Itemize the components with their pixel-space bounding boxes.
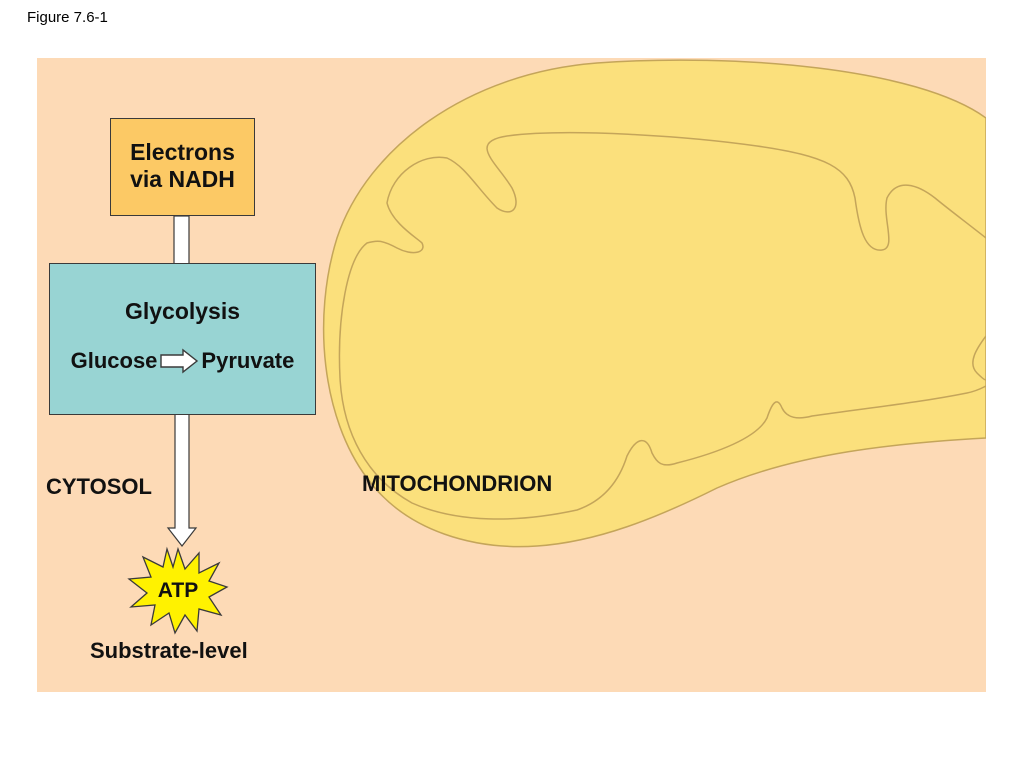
pyruvate-label: Pyruvate xyxy=(201,348,295,373)
diagram-panel: Electrons via NADH Glycolysis Glucose Py… xyxy=(37,58,986,692)
nadh-line-2: via NADH xyxy=(130,166,235,192)
mitochondrion-inner-membrane xyxy=(338,132,986,520)
figure-label: Figure 7.6-1 xyxy=(27,9,108,26)
nadh-line-1: Electrons xyxy=(130,139,235,165)
glucose-label: Glucose xyxy=(70,348,158,373)
cytosol-label: CYTOSOL xyxy=(46,474,152,499)
glycolysis-box: Glycolysis Glucose Pyruvate xyxy=(49,263,316,415)
electrons-nadh-box: Electrons via NADH xyxy=(110,118,255,216)
right-arrow-icon xyxy=(160,348,199,374)
glycolysis-title: Glycolysis xyxy=(124,298,241,324)
mitochondrion-illustration xyxy=(166,59,986,548)
glycolysis-to-atp-arrow xyxy=(166,413,198,547)
substrate-level-label: Substrate-level xyxy=(90,638,248,663)
nadh-connector xyxy=(173,215,190,265)
glucose-pyruvate-row: Glucose Pyruvate xyxy=(50,348,315,374)
atp-label: ATP xyxy=(157,579,199,602)
mitochondrion-label: MITOCHONDRION xyxy=(362,471,553,496)
atp-burst: ATP xyxy=(127,545,229,635)
mitochondrion-outer-membrane xyxy=(322,59,986,548)
starburst-icon xyxy=(127,546,229,635)
